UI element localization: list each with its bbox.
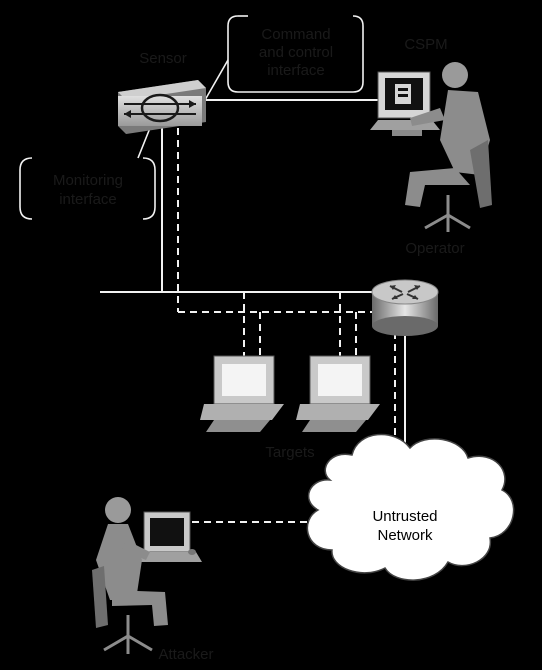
targets-label: Targets bbox=[265, 444, 315, 461]
monitoring-label-line2: interface bbox=[59, 191, 117, 208]
command-control-label-line2: and control bbox=[258, 44, 334, 61]
target-computer-2 bbox=[296, 355, 380, 432]
sensor-device bbox=[118, 80, 206, 134]
attacker-label: Attacker bbox=[158, 646, 214, 663]
connections bbox=[100, 99, 406, 455]
cspm-label: CSPM bbox=[404, 36, 448, 53]
untrusted-network-label-line1: Untrusted bbox=[372, 508, 438, 525]
traffic-paths bbox=[177, 128, 396, 523]
target-computer-1 bbox=[200, 355, 284, 432]
untrusted-network-label-line2: Network bbox=[377, 527, 433, 544]
cspm-workstation bbox=[370, 71, 440, 136]
attacker-person bbox=[92, 497, 168, 654]
monitoring-label-line1: Monitoring bbox=[52, 172, 124, 189]
operator-label: Operator bbox=[405, 240, 465, 257]
operator-person bbox=[405, 62, 492, 232]
command-control-label-line1: Command bbox=[261, 26, 331, 43]
monitoring-callout bbox=[19, 127, 156, 220]
untrusted-network-cloud bbox=[306, 433, 515, 581]
router-device bbox=[371, 279, 439, 336]
command-callout bbox=[204, 15, 364, 101]
command-control-label-line3: interface bbox=[267, 62, 325, 79]
attacker-workstation bbox=[132, 511, 202, 562]
sensor-label: Sensor bbox=[139, 50, 187, 67]
